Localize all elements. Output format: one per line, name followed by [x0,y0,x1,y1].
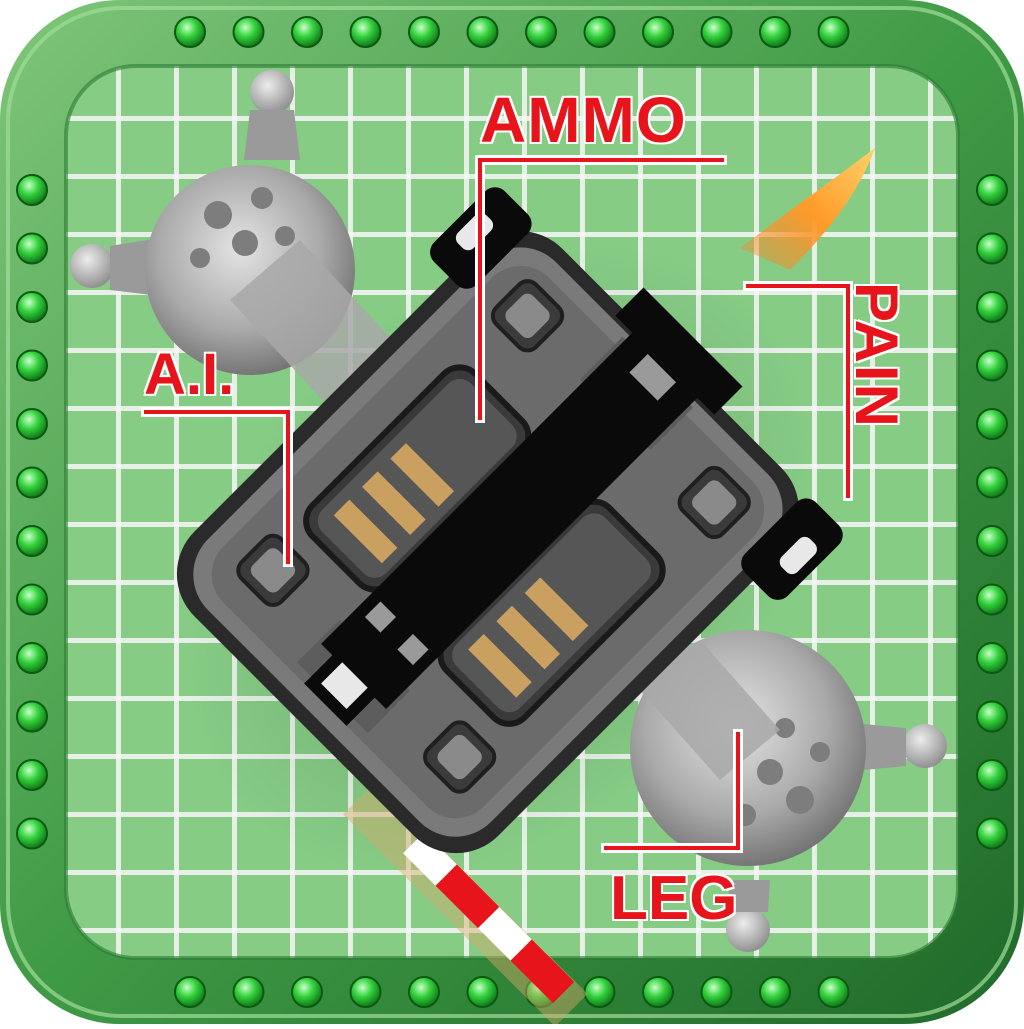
green-rivet-icon [16,817,48,850]
green-rivet-icon [583,16,616,48]
green-rivet-icon [976,642,1008,674]
green-rivet-icon [466,976,499,1008]
muzzle-flame-icon [740,148,875,270]
green-rivet-icon [349,976,382,1008]
pain-label: PAIN [842,281,912,431]
green-rivet-icon [232,976,265,1008]
green-rivet-icon [16,583,48,616]
ammo-label: AMMO [479,84,688,156]
green-rivet-icon [466,16,499,48]
green-rivet-icon [291,16,323,48]
ai-label: A.I. [142,342,235,407]
mech-robot-topdown [176,187,843,1027]
green-rivet-icon [976,817,1008,850]
green-rivet-icon [976,759,1008,791]
green-rivet-icon [16,408,48,440]
green-rivet-icon [16,525,48,557]
green-rivet-icon [976,232,1008,265]
green-rivet-icon [976,525,1008,557]
leg-label: LEG [608,864,738,933]
green-rivet-icon [976,291,1008,323]
green-rivet-icon [408,16,440,48]
green-rivet-icon [817,976,850,1008]
green-rivet-icon [16,291,48,323]
green-rivet-icon [976,349,1008,382]
green-rivet-icon [408,976,440,1008]
green-rivet-icon [291,976,323,1008]
green-rivet-icon [16,349,48,382]
green-rivet-icon [700,16,733,48]
green-rivet-icon [16,642,48,674]
green-rivet-icon [759,16,791,48]
green-rivet-icon [174,16,206,48]
green-rivet-icon [817,16,850,48]
green-rivet-icon [642,976,674,1008]
green-rivet-icon [583,976,616,1008]
green-rivet-icon [976,174,1008,206]
green-rivet-icon [976,583,1008,616]
green-rivet-icon [525,16,557,48]
green-rivet-icon [349,16,382,48]
green-rivet-icon [16,232,48,265]
green-rivet-icon [16,174,48,206]
green-rivet-icon [976,408,1008,440]
green-rivet-icon [700,976,733,1008]
green-rivet-icon [976,466,1008,499]
green-rivet-icon [976,700,1008,733]
green-rivet-icon [642,16,674,48]
green-rivet-icon [232,16,265,48]
green-rivet-icon [16,700,48,733]
green-rivet-icon [174,976,206,1008]
green-rivet-icon [16,759,48,791]
green-rivet-icon [16,466,48,499]
rivets [16,16,1008,1008]
callout-lines [144,158,850,850]
green-rivet-icon [759,976,791,1008]
